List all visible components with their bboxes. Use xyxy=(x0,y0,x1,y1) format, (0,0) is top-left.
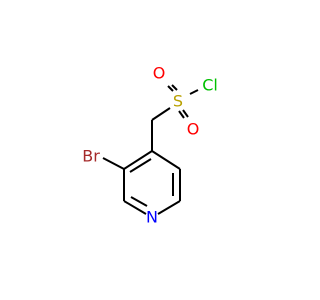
bond-c4-c3-double xyxy=(129,158,152,173)
molecule-structure: Br N S O O Cl xyxy=(82,64,218,227)
bond-ch2-s xyxy=(151,107,171,121)
bond-c3-br xyxy=(102,157,125,170)
bond-s-o-bottom-a xyxy=(178,110,185,119)
bond-c2-n-double xyxy=(130,196,148,207)
bond-s-o-top-b xyxy=(171,84,178,91)
bond-c2-n xyxy=(123,200,147,215)
bond-s-o-bottom-b xyxy=(182,109,189,118)
atom-n: N xyxy=(146,208,158,227)
atom-br: Br xyxy=(82,147,100,166)
bond-n-c6 xyxy=(157,200,181,215)
atom-cl: Cl xyxy=(202,76,218,95)
atom-o-bottom: O xyxy=(187,120,200,139)
atom-s: S xyxy=(173,92,183,111)
bond-s-cl xyxy=(189,89,199,95)
bond-c4-c3 xyxy=(123,150,153,170)
bond-s-o-top-a xyxy=(167,85,174,92)
atom-o-top: O xyxy=(153,64,166,83)
bond-c5-c4 xyxy=(151,150,181,170)
